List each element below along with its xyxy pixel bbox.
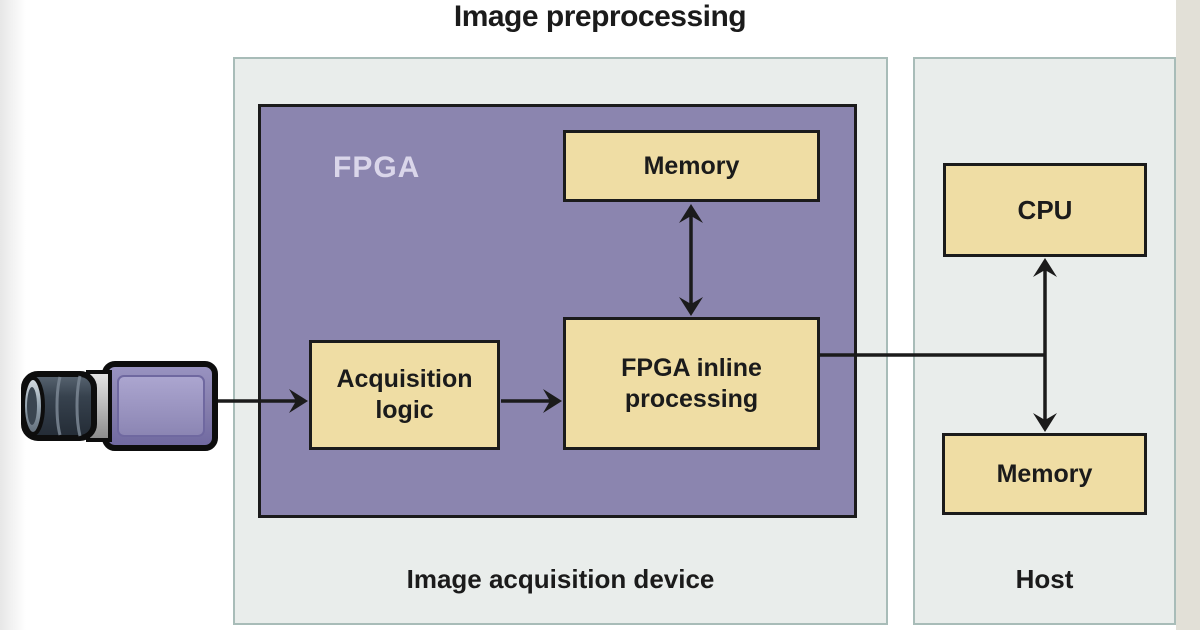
right-beige-strip	[1176, 0, 1200, 630]
camera-icon	[21, 361, 218, 451]
cpu-label: CPU	[1017, 194, 1073, 225]
acquisition-logic-label-line2: logic	[375, 396, 434, 424]
camera-body-face	[117, 375, 205, 437]
inline-processing-label-line1: FPGA inline	[621, 353, 762, 382]
inline-processing-box: FPGA inline processing	[563, 317, 820, 450]
acquisition-panel-caption: Image acquisition device	[406, 564, 715, 594]
left-gradient-strip	[0, 0, 26, 630]
acquisition-logic-label-line1: Acquisition	[336, 365, 473, 393]
camera-lens-ring-2	[75, 375, 82, 437]
host-panel: Host	[913, 57, 1176, 625]
fpga-label: FPGA	[333, 151, 421, 184]
fpga-memory-label: Memory	[643, 151, 740, 180]
acquisition-logic-box: Acquisition logic	[309, 340, 500, 450]
host-panel-caption: Host	[1015, 564, 1074, 594]
diagram-title: Image preprocessing	[453, 0, 747, 33]
fpga-memory-box: Memory	[563, 130, 820, 202]
host-memory-label: Memory	[996, 459, 1093, 488]
camera-lens-ring-1	[55, 376, 62, 436]
cpu-box: CPU	[943, 163, 1147, 257]
camera-lens-pupil	[27, 387, 37, 425]
inline-processing-label-line2: processing	[624, 384, 759, 413]
host-memory-box: Memory	[942, 433, 1147, 515]
